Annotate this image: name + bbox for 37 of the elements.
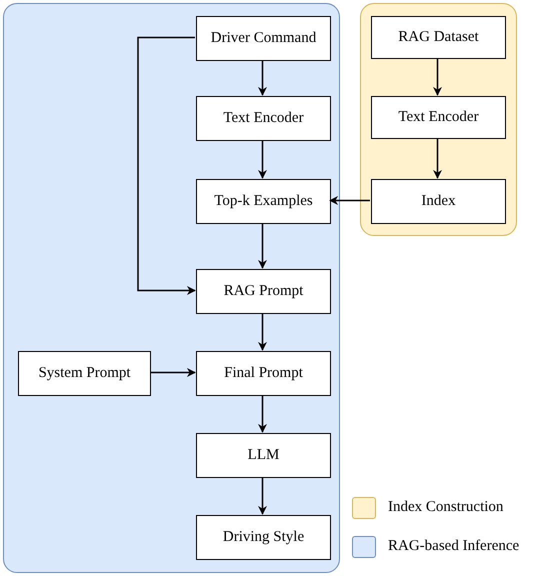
process-box [196,179,331,224]
arrow [137,36,196,295]
group-panel [360,3,517,236]
box-label: Index [421,193,456,210]
arrow [258,223,267,269]
arrow [258,395,267,433]
box-label: Top-k Examples [214,193,313,210]
process-box [371,16,506,59]
arrow [433,138,442,179]
box-label: Driver Command [210,30,316,47]
arrow [258,140,267,179]
arrow [258,313,267,351]
process-box [196,351,331,396]
group-panel [3,3,340,573]
box-label: Final Prompt [224,365,303,382]
process-box [371,96,506,139]
process-box [196,433,331,478]
box-label: System Prompt [38,365,131,382]
box-label: LLM [248,447,280,464]
process-box [196,269,331,314]
arrow [433,58,442,96]
process-box [196,515,331,560]
process-box [18,351,151,396]
legend-label: Index Construction [388,499,504,516]
box-label: RAG Dataset [398,29,479,46]
legend-label: RAG-based Inference [388,538,520,555]
arrow [258,60,267,96]
box-label: RAG Prompt [224,283,304,300]
arrow [329,196,370,205]
box-label: Driving Style [222,529,304,546]
arrow [258,477,267,515]
box-label: Text Encoder [223,110,304,127]
box-label: Text Encoder [398,109,479,126]
process-box [196,16,331,61]
process-box [371,179,506,224]
arrow [150,368,196,377]
process-box [196,96,331,141]
